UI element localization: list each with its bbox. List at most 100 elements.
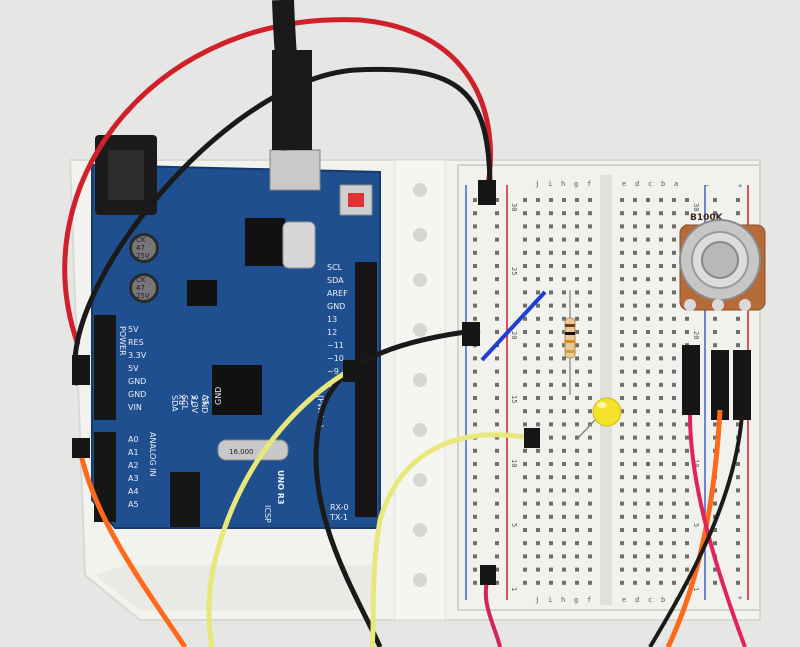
breadboard-hole [575,528,579,532]
breadboard-hole [523,514,527,519]
breadboard-hole [633,211,637,216]
breadboard-hole [473,382,477,387]
label: ~9 [327,367,339,376]
breadboard-hole [672,198,676,202]
label: TX [190,394,199,406]
breadboard-hole [473,554,477,559]
breadboard-hole [620,422,624,427]
breadboard-hole [588,277,592,282]
breadboard-hole [620,211,624,216]
label: a [674,180,678,188]
breadboard-hole [549,541,553,546]
breadboard-hole [495,448,499,453]
breadboard-hole [562,290,566,295]
label: A2 [128,461,139,470]
breadboard-hole [685,211,689,216]
breadboard-hole [549,303,553,308]
breadboard-hole [620,343,624,348]
breadboard-hole [685,448,689,453]
breadboard-hole [588,264,592,268]
breadboard-hole [620,382,624,387]
label: RES [128,338,144,347]
breadboard-hole [536,330,540,334]
breadboard-hole [495,198,499,202]
breadboard-hole [495,303,499,308]
label: 5 [510,523,518,527]
breadboard-hole [473,528,477,532]
breadboard-hole [646,462,650,466]
breadboard-hole [736,316,740,321]
label: e [622,596,626,604]
breadboard-hole [672,264,676,268]
breadboard-hole [646,448,650,453]
breadboard-hole [536,501,540,506]
breadboard-hole [620,541,624,546]
breadboard-hole [495,250,499,255]
jumper-end-7 [72,438,90,458]
breadboard-hole [588,290,592,295]
breadboard-hole [562,356,566,361]
label: GND [200,395,209,413]
breadboard-hole [736,462,740,466]
breadboard-hole [620,330,624,334]
breadboard-hole [633,277,637,282]
label: GND [327,302,345,311]
label: 12 [327,328,337,337]
breadboard-hole [659,435,663,440]
breadboard-hole [588,475,592,480]
breadboard-hole [646,211,650,216]
breadboard-hole [633,567,637,572]
breadboard-hole [713,330,717,334]
breadboard-hole [588,448,592,453]
breadboard-hole [523,528,527,532]
breadboard-hole [549,211,553,216]
breadboard-hole [685,422,689,427]
label: 13 [327,315,337,324]
breadboard-hole [523,316,527,321]
breadboard-hole [620,435,624,440]
breadboard-hole [495,528,499,532]
rail-minus-right: − [705,182,709,190]
breadboard-hole [646,409,650,414]
breadboard-hole [659,462,663,466]
analog-label: ANALOG IN [148,432,157,477]
label: 5 [692,523,700,527]
analog-header [94,432,116,522]
label: h [561,596,565,604]
breadboard-hole [562,250,566,255]
rx-label: RX-0 [330,503,349,512]
breadboard-hole [620,224,624,229]
breadboard-hole [685,554,689,559]
breadboard-hole [672,409,676,414]
breadboard-hole [620,567,624,572]
breadboard-hole [549,382,553,387]
breadboard-hole [473,475,477,480]
breadboard-hole [672,422,676,427]
jumper-end-4 [480,565,496,585]
breadboard-hole [549,224,553,229]
label: GND [128,390,146,399]
breadboard-hole [523,250,527,255]
label: 5V [128,325,139,334]
breadboard-hole [536,580,540,585]
breadboard-hole [495,501,499,506]
wires [62,0,747,647]
breadboard-hole [620,448,624,453]
breadboard-hole [575,554,579,559]
breadboard-hole [659,501,663,506]
breadboard-hole [562,554,566,559]
breadboard-hole [523,580,527,585]
label: j [535,596,539,604]
breadboard-hole [736,330,740,334]
icsp-header [170,472,200,527]
breadboard-hole [646,330,650,334]
breadboard-hole [549,237,553,242]
jumper-end-2 [462,322,480,346]
breadboard-hole [523,541,527,546]
breadboard-hole [633,501,637,506]
breadboard-hole [672,277,676,282]
breadboard-hole [575,316,579,321]
breadboard-hole [659,330,663,334]
breadboard-hole [736,198,740,202]
